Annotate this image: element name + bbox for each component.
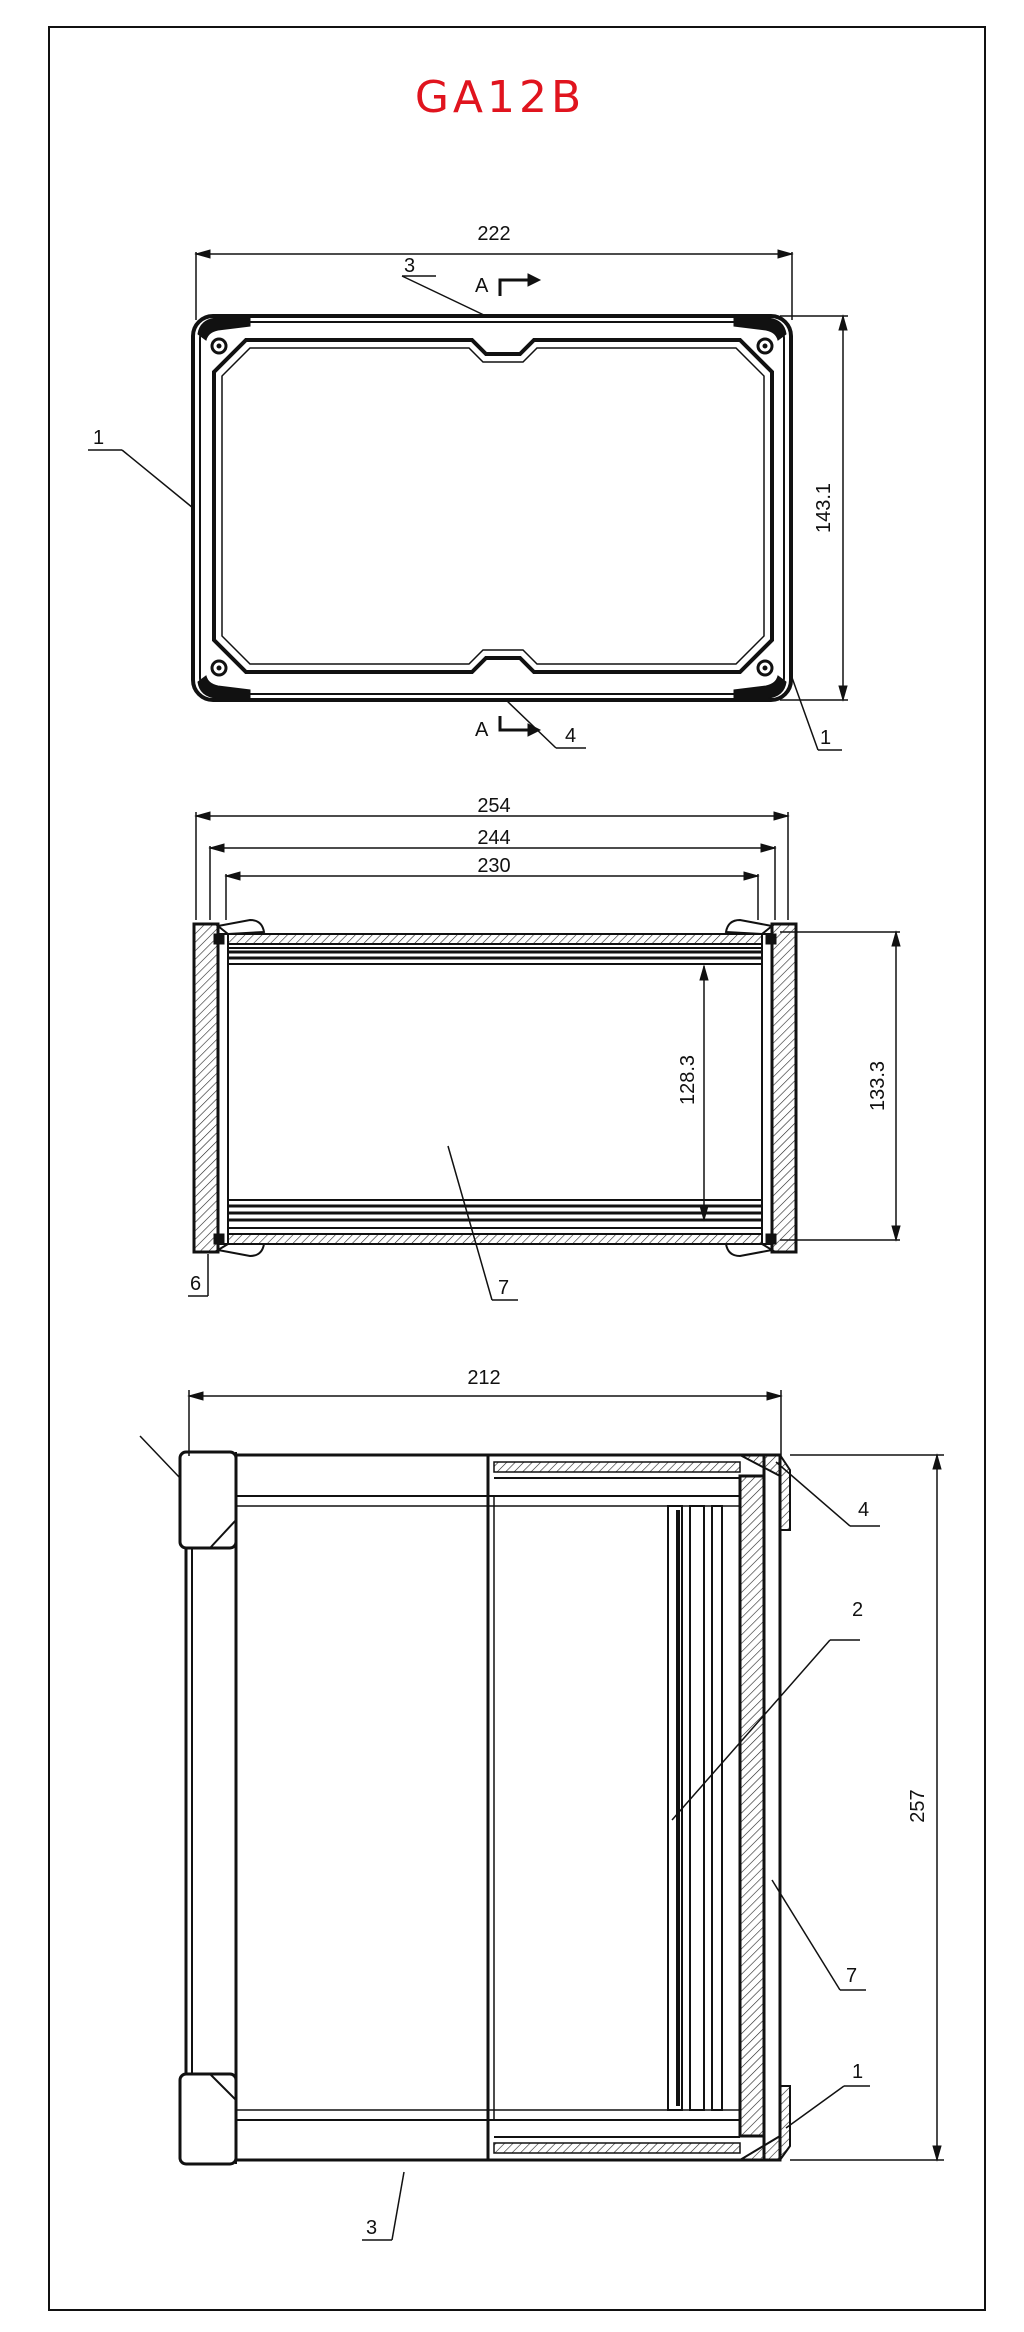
side-view bbox=[139, 1390, 944, 2241]
callout-6: 6 bbox=[190, 1273, 201, 1295]
side-height-label: 257 bbox=[907, 1789, 929, 1822]
top-view bbox=[88, 249, 848, 751]
callout-7-middle: 7 bbox=[498, 1277, 509, 1299]
dim-230-label: 230 bbox=[477, 855, 510, 877]
side-width-label: 212 bbox=[467, 1367, 500, 1389]
callout-3-side: 3 bbox=[366, 2217, 377, 2239]
drawing-frame bbox=[48, 26, 986, 2311]
section-a-top-label: A bbox=[475, 275, 489, 297]
callout-1-left: 1 bbox=[93, 427, 104, 449]
top-height-dimension bbox=[780, 314, 848, 702]
callout-7-side: 7 bbox=[846, 1965, 857, 1987]
dim-254-label: 254 bbox=[477, 795, 510, 817]
drawing-title: GA12B bbox=[414, 72, 586, 123]
callout-2: 2 bbox=[852, 1599, 863, 1621]
dim-128-3-label: 128.3 bbox=[677, 1055, 699, 1105]
top-height-label: 143.1 bbox=[813, 483, 835, 533]
middle-view bbox=[188, 811, 901, 1301]
top-width-dimension bbox=[194, 249, 794, 320]
callout-4-top: 4 bbox=[565, 725, 576, 747]
dim-133-3-label: 133.3 bbox=[867, 1061, 889, 1111]
dim-244-label: 244 bbox=[477, 827, 510, 849]
callout-1-right: 1 bbox=[820, 727, 831, 749]
callout-4-side: 4 bbox=[858, 1499, 869, 1521]
top-width-label: 222 bbox=[477, 223, 510, 245]
section-a-bottom-label: A bbox=[475, 719, 489, 741]
callout-1-side: 1 bbox=[852, 2061, 863, 2083]
callout-3-top: 3 bbox=[404, 255, 415, 277]
